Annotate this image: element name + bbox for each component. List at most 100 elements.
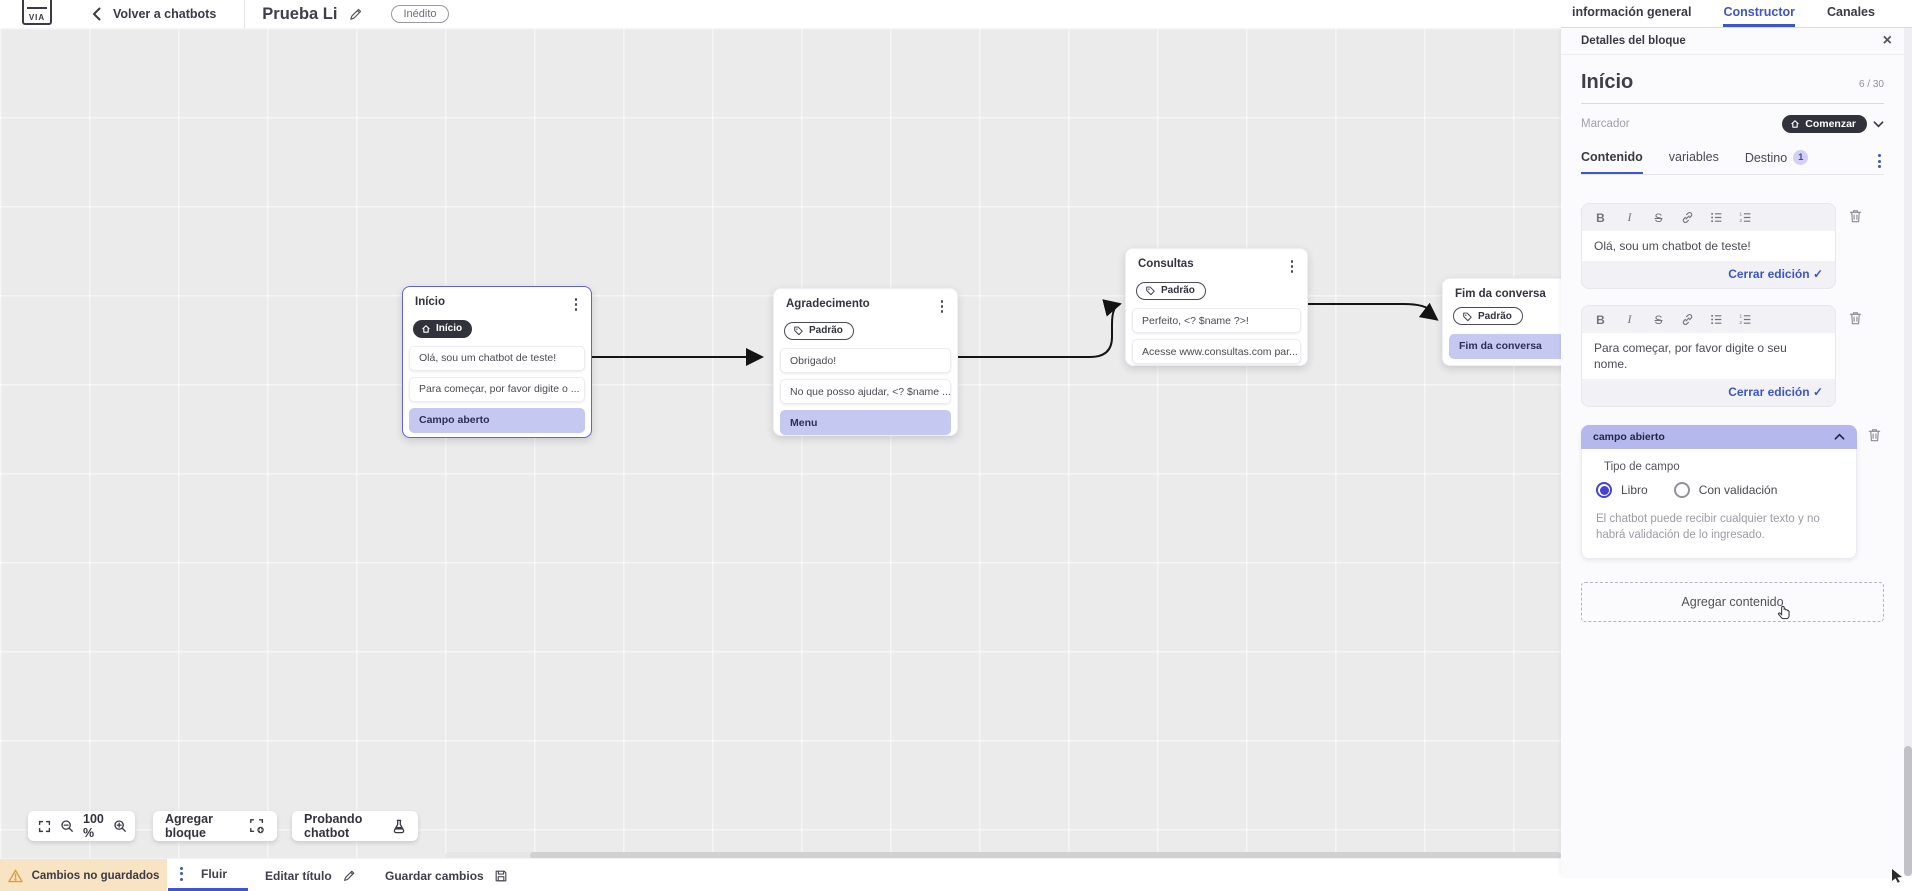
- tab-destino[interactable]: Destino 1: [1745, 150, 1809, 175]
- svg-text:2: 2: [1739, 218, 1742, 224]
- radio-selected-icon[interactable]: [1596, 482, 1612, 498]
- link-icon[interactable]: [1681, 211, 1694, 224]
- fullscreen-icon[interactable]: [38, 820, 51, 833]
- tab-constructor[interactable]: Constructor: [1723, 0, 1796, 27]
- tag-icon: [794, 326, 803, 336]
- open-field-header[interactable]: campo abierto: [1581, 425, 1857, 449]
- panel-menu-icon[interactable]: [1875, 152, 1884, 170]
- close-edit-button[interactable]: Cerrar edición ✓: [1728, 385, 1823, 399]
- node-inicio[interactable]: Início Início Olá, sou um chatbot de tes…: [402, 286, 592, 438]
- add-block-icon: [249, 818, 265, 834]
- node-menu-row[interactable]: Menu: [780, 410, 951, 435]
- warning-icon: [7, 869, 23, 883]
- block-name-input[interactable]: Início: [1581, 71, 1634, 93]
- test-chatbot-label: Probando chatbot: [304, 812, 363, 840]
- test-chatbot-button[interactable]: Probando chatbot: [292, 811, 418, 841]
- bold-icon[interactable]: B: [1596, 210, 1605, 225]
- node-content-row[interactable]: Para começar, por favor digite o ...: [409, 376, 585, 402]
- pencil-icon: [342, 869, 356, 883]
- tab-informacion-general[interactable]: información general: [1572, 5, 1692, 19]
- flow-edges: [592, 299, 1439, 366]
- zoom-level: 100 %: [83, 812, 104, 840]
- node-menu-icon[interactable]: [572, 296, 581, 313]
- marker-label: Marcador: [1581, 118, 1630, 130]
- node-content-row[interactable]: Perfeito, <? $name ?>!: [1132, 308, 1301, 333]
- tab-contenido[interactable]: Contenido: [1581, 150, 1643, 174]
- tab-fluir[interactable]: Fluir: [168, 859, 248, 891]
- panel-scrollbar-thumb[interactable]: [1904, 746, 1912, 876]
- node-title: Início: [415, 296, 446, 308]
- chevron-left-icon: [92, 7, 101, 21]
- trash-icon[interactable]: [1848, 310, 1863, 326]
- trash-icon[interactable]: [1848, 208, 1863, 224]
- node-agradecimento[interactable]: Agradecimento Padrão Obrigado! No que po…: [773, 288, 958, 436]
- node-menu-icon[interactable]: [938, 298, 947, 315]
- italic-icon[interactable]: I: [1627, 210, 1632, 224]
- tag-icon: [1146, 286, 1155, 296]
- top-bar: VIA Volver a chatbots Prueba Li Inédito …: [0, 0, 1912, 28]
- add-block-label: Agregar bloque: [165, 812, 213, 840]
- close-icon[interactable]: ×: [1882, 32, 1892, 49]
- chevron-down-icon[interactable]: [1873, 120, 1884, 128]
- flask-icon: [392, 819, 406, 834]
- add-content-button[interactable]: Agregar contenido: [1581, 582, 1884, 622]
- edit-title-button[interactable]: Editar título: [265, 859, 356, 891]
- message-text-input[interactable]: Para começar, por favor digite o seu nom…: [1582, 333, 1835, 379]
- node-open-field-row[interactable]: Campo aberto: [409, 407, 585, 433]
- node-consultas[interactable]: Consultas Padrão Perfeito, <? $name ?>! …: [1125, 248, 1308, 366]
- bold-icon[interactable]: B: [1596, 312, 1605, 327]
- zoom-out-icon[interactable]: [60, 819, 74, 833]
- radio-unselected-icon[interactable]: [1673, 482, 1690, 498]
- chatbot-title: Prueba Li: [262, 4, 338, 23]
- strikethrough-icon[interactable]: S: [1654, 312, 1663, 327]
- tab-variables[interactable]: variables: [1668, 150, 1719, 164]
- node-content-row[interactable]: Olá, sou um chatbot de teste!: [409, 345, 585, 371]
- canvas-scrollbar-thumb[interactable]: [530, 852, 1561, 859]
- check-icon: ✓: [1812, 267, 1823, 281]
- panel-scrollbar[interactable]: [1904, 28, 1912, 876]
- bullet-list-icon[interactable]: [1710, 211, 1723, 224]
- node-content-row[interactable]: No que posso ajudar, <? $name ...: [780, 379, 951, 404]
- node-end-row[interactable]: Fim da conversa: [1449, 333, 1561, 359]
- link-icon[interactable]: [1681, 313, 1694, 326]
- svg-text:2: 2: [1739, 320, 1742, 326]
- status-badge: Inédito: [391, 5, 449, 23]
- save-changes-button[interactable]: Guardar cambios: [385, 859, 508, 891]
- flow-menu-icon[interactable]: [177, 865, 186, 883]
- italic-icon[interactable]: I: [1627, 312, 1632, 326]
- check-icon: ✓: [1812, 385, 1823, 399]
- node-default-badge: Padrão: [1136, 281, 1206, 300]
- radio-option-libro[interactable]: Libro: [1596, 482, 1648, 498]
- add-block-button[interactable]: Agregar bloque: [153, 811, 277, 841]
- edit-title-pencil-icon[interactable]: [348, 7, 363, 22]
- svg-text:1: 1: [1739, 314, 1742, 320]
- marker-select[interactable]: Comenzar: [1782, 115, 1867, 133]
- field-help-text: El chatbot puede recibir cualquier texto…: [1596, 513, 1820, 541]
- char-counter: 6 / 30: [1858, 79, 1884, 90]
- trash-icon[interactable]: [1867, 427, 1882, 443]
- canvas-horizontal-scrollbar[interactable]: [445, 852, 1561, 859]
- zoom-in-icon[interactable]: [113, 819, 127, 833]
- node-menu-icon[interactable]: [1288, 258, 1297, 275]
- strikethrough-icon[interactable]: S: [1654, 210, 1663, 225]
- node-content-row[interactable]: Acesse www.consultas.com par...: [1132, 339, 1301, 364]
- radio-option-con-validacion[interactable]: Con validación: [1673, 482, 1777, 498]
- topbar-divider: [244, 0, 246, 28]
- back-to-chatbots-button[interactable]: Volver a chatbots: [92, 7, 216, 21]
- flow-canvas[interactable]: Início Início Olá, sou um chatbot de tes…: [0, 28, 1561, 891]
- node-content-row[interactable]: Obrigado!: [780, 348, 951, 373]
- node-title: Fim da conversa: [1455, 288, 1546, 300]
- mouse-cursor: [1891, 868, 1904, 883]
- bullet-list-icon[interactable]: [1710, 313, 1723, 326]
- destino-count-badge: 1: [1793, 150, 1809, 165]
- node-fim-da-conversa[interactable]: Fim da conversa Padrão Fim da conversa: [1442, 278, 1561, 366]
- tab-canales[interactable]: Canales: [1827, 5, 1875, 19]
- message-text-input[interactable]: Olá, sou um chatbot de teste!: [1582, 231, 1835, 261]
- zoom-toolbar: 100 %: [28, 811, 135, 841]
- close-edit-button[interactable]: Cerrar edición ✓: [1728, 267, 1823, 281]
